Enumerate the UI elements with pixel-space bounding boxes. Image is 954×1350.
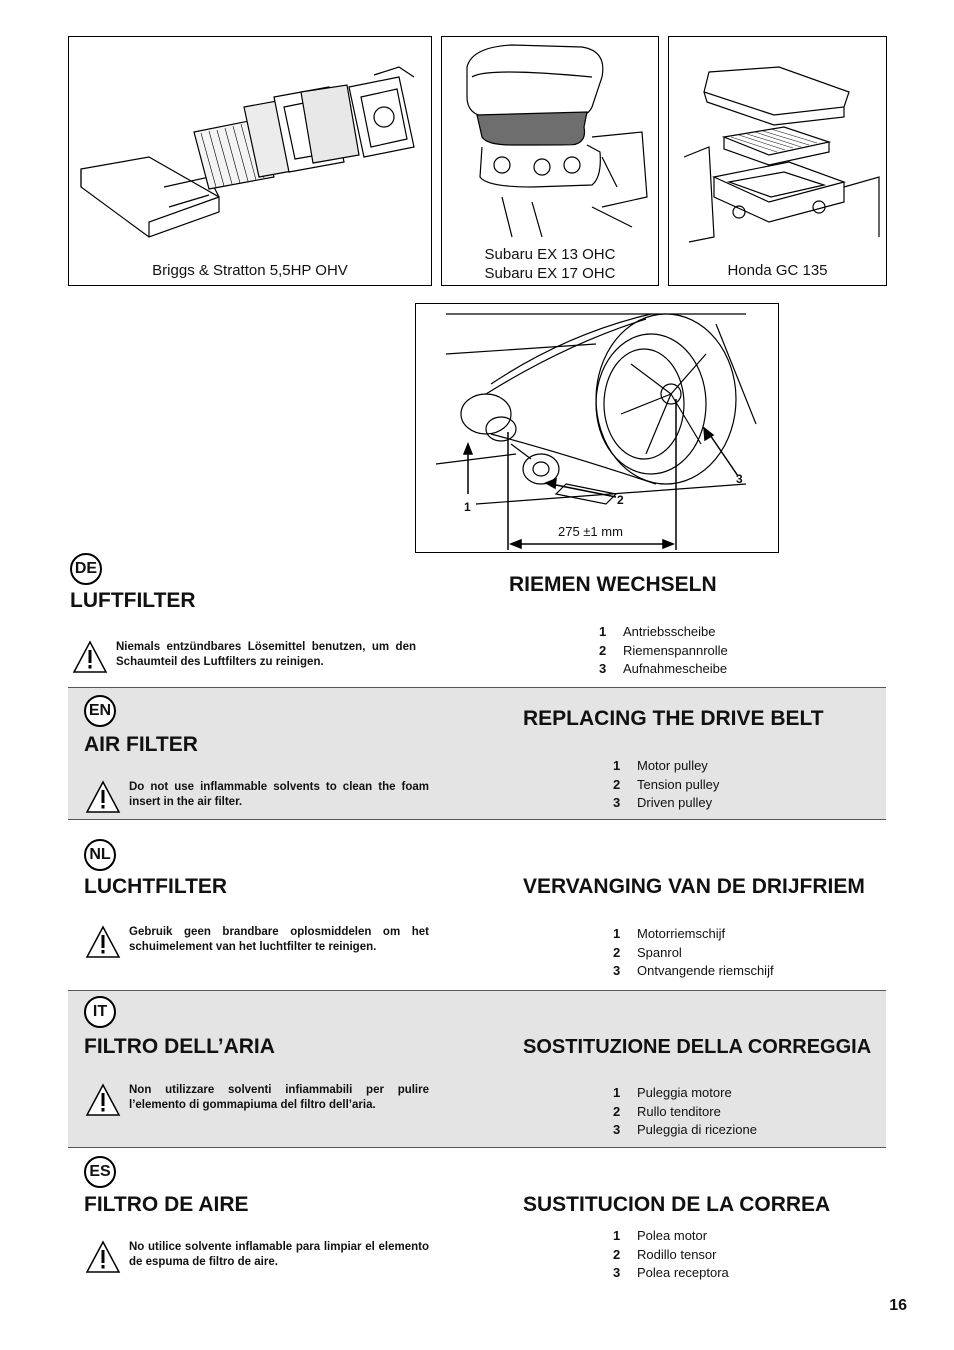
- section-en: EN AIR FILTER Do not use inflammable sol…: [68, 687, 886, 820]
- air-filter-title-en: AIR FILTER: [84, 733, 198, 756]
- drive-belt-illustration: [435, 313, 757, 550]
- warning-text-es: No utilice solvente inflamable para limp…: [129, 1241, 429, 1268]
- language-badge-de: DE: [70, 553, 102, 585]
- warning-triangle-icon: [72, 640, 108, 673]
- belt-title-it: SOSTITUZIONE DELLA CORREGGIA: [523, 1036, 872, 1058]
- belt-label-1: 1: [464, 500, 471, 514]
- language-badge-es: ES: [84, 1156, 116, 1188]
- section-nl: NL LUCHTFILTER Gebruik geen brandbare op…: [68, 820, 886, 989]
- warning-text-nl: Gebruik geen brandbare oplosmiddelen om …: [129, 926, 429, 953]
- figure-drive-belt: 1 2 3 275 ±1 mm: [415, 303, 779, 553]
- subaru-caption-line-2: Subaru EX 17 OHC: [484, 265, 616, 282]
- belt-title-nl: VERVANGING VAN DE DRIJFRIEM: [523, 875, 865, 898]
- air-filter-title-es: FILTRO DE AIRE: [84, 1193, 249, 1216]
- warning-text-en: Do not use inflammable solvents to clean…: [129, 781, 429, 808]
- language-badge-en: EN: [84, 695, 116, 727]
- warning-it: Non utilizzare solventi infiammabili per…: [85, 1083, 435, 1119]
- honda-air-filter-illustration: [683, 66, 880, 243]
- air-filter-title-nl: LUCHTFILTER: [84, 875, 228, 898]
- warning-triangle-icon: [85, 925, 121, 958]
- language-badge-it: IT: [84, 996, 116, 1028]
- belt-label-3: 3: [736, 472, 743, 486]
- section-de: DE LUFTFILTER Niemals entzündbares Lösem…: [68, 548, 886, 686]
- subaru-air-filter-illustration: [466, 44, 648, 238]
- belt-title-es: SUSTITUCION DE LA CORREA: [523, 1193, 831, 1216]
- warning-nl: Gebruik geen brandbare oplosmiddelen om …: [85, 925, 435, 961]
- warning-triangle-icon: [85, 1083, 121, 1116]
- briggs-air-filter-illustration: [80, 66, 415, 238]
- page-number: 16: [889, 1297, 907, 1314]
- air-filter-title-de: LUFTFILTER: [70, 589, 196, 612]
- language-badge-nl: NL: [84, 839, 116, 871]
- subaru-caption-line-1: Subaru EX 13 OHC: [484, 246, 616, 263]
- honda-caption: Honda GC 135: [727, 262, 828, 279]
- warning-text-de: Niemals entzündbares Lösemittel benutzen…: [116, 641, 416, 668]
- section-it: IT FILTRO DELL’ARIA Non utilizzare solve…: [68, 990, 886, 1148]
- warning-triangle-icon: [85, 1240, 121, 1273]
- belt-measurement: 275 ±1 mm: [556, 524, 625, 539]
- figure-subaru-air-filter: Subaru EX 13 OHC Subaru EX 17 OHC: [441, 36, 659, 286]
- air-filter-title-it: FILTRO DELL’ARIA: [84, 1035, 275, 1058]
- figure-briggs-air-filter: Briggs & Stratton 5,5HP OHV: [68, 36, 432, 286]
- briggs-caption: Briggs & Stratton 5,5HP OHV: [152, 262, 348, 279]
- warning-es: No utilice solvente inflamable para limp…: [85, 1240, 435, 1276]
- warning-en: Do not use inflammable solvents to clean…: [85, 780, 435, 816]
- figure-honda-air-filter: Honda GC 135: [668, 36, 887, 286]
- belt-title-de: RIEMEN WECHSELN: [509, 573, 717, 596]
- warning-text-it: Non utilizzare solventi infiammabili per…: [129, 1084, 429, 1111]
- warning-de: Niemals entzündbares Lösemittel benutzen…: [72, 640, 422, 676]
- belt-label-2: 2: [617, 493, 624, 507]
- subaru-caption: Subaru EX 13 OHC Subaru EX 17 OHC: [442, 245, 658, 283]
- belt-title-en: REPLACING THE DRIVE BELT: [523, 707, 824, 730]
- warning-triangle-icon: [85, 780, 121, 813]
- section-es: ES FILTRO DE AIRE No utilice solvente in…: [68, 1148, 886, 1288]
